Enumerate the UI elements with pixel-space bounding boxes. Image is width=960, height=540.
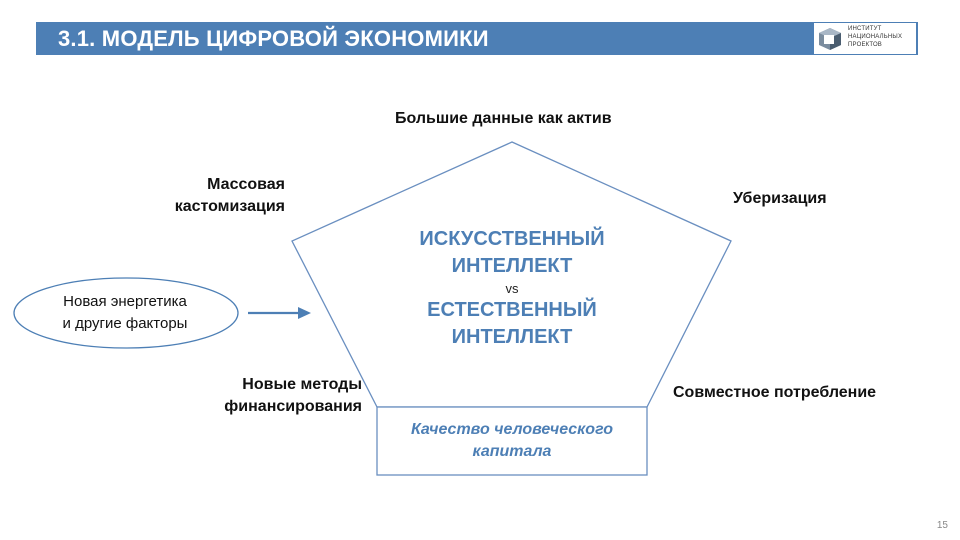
label-uberization: Уберизация bbox=[733, 190, 827, 207]
oval-label: Новая энергетика и другие факторы bbox=[30, 291, 220, 335]
box-line: Качество человеческого bbox=[411, 421, 613, 438]
logo-line: НАЦИОНАЛЬНЫХ bbox=[848, 34, 903, 40]
center-ai-text: ИСКУССТВЕННЫЙ ИНТЕЛЛЕКТ vs ЕСТЕСТВЕННЫЙ … bbox=[392, 226, 632, 351]
label-line: Массовая bbox=[207, 176, 285, 193]
oval-line: Новая энергетика bbox=[63, 293, 187, 310]
slide-title: 3.1. МОДЕЛЬ ЦИФРОВОЙ ЭКОНОМИКИ bbox=[58, 26, 489, 51]
energy-oval bbox=[13, 277, 239, 349]
label-new-financing: Новые методы финансирования bbox=[180, 374, 362, 418]
label-sharing-economy: Совместное потребление bbox=[673, 384, 877, 401]
logo-text: ИНСТИТУТ НАЦИОНАЛЬНЫХ ПРОЕКТОВ bbox=[848, 25, 902, 49]
label-line: кастомизация bbox=[174, 198, 285, 215]
center-line: ИНТЕЛЛЕКТ bbox=[451, 255, 573, 277]
human-capital-box bbox=[376, 406, 648, 476]
label-mass-customization: Массовая кастомизация bbox=[130, 174, 285, 218]
box-line: капитала bbox=[472, 443, 552, 460]
header-bar: 3.1. МОДЕЛЬ ЦИФРОВОЙ ЭКОНОМИКИ ИНСТИТУТ … bbox=[36, 22, 918, 55]
logo-cube-icon bbox=[819, 28, 841, 50]
logo-line: ИНСТИТУТ bbox=[848, 26, 882, 32]
center-line: ИНТЕЛЛЕКТ bbox=[451, 326, 573, 348]
center-line: ИСКУССТВЕННЫЙ bbox=[419, 228, 605, 250]
page-number: 15 bbox=[936, 520, 948, 531]
box-label: Качество человеческого капитала bbox=[378, 419, 646, 463]
arrow-head-icon bbox=[298, 307, 311, 319]
center-line: ЕСТЕСТВЕННЫЙ bbox=[427, 299, 597, 321]
label-line: финансирования bbox=[224, 398, 362, 415]
institute-logo: ИНСТИТУТ НАЦИОНАЛЬНЫХ ПРОЕКТОВ bbox=[814, 23, 916, 54]
center-vs: vs bbox=[505, 281, 519, 296]
oval-line: и другие факторы bbox=[62, 315, 188, 332]
logo-line: ПРОЕКТОВ bbox=[848, 42, 883, 48]
label-big-data: Большие данные как актив bbox=[395, 110, 612, 127]
label-line: Новые методы bbox=[242, 376, 362, 393]
